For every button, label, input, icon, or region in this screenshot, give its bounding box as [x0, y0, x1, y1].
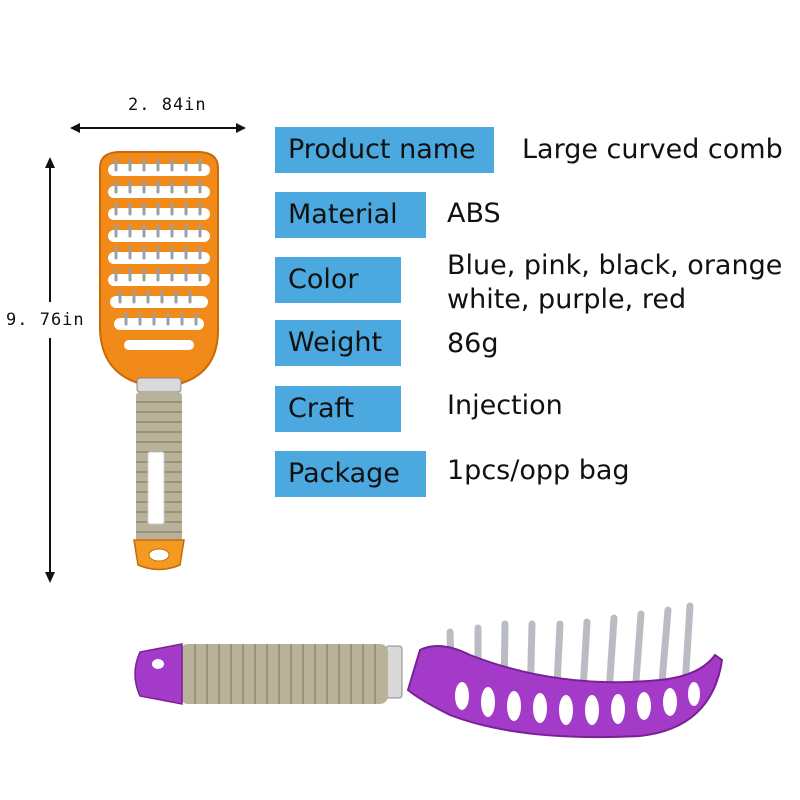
spec-label-material: Material: [275, 192, 426, 238]
spec-value-color-line2: white, purple, red: [447, 284, 687, 315]
spec-label-package: Package: [275, 451, 426, 497]
spec-value-product-name: Large curved comb: [522, 134, 783, 165]
height-dimension-label: 9. 76in: [6, 310, 85, 330]
spec-value-craft: Injection: [447, 390, 563, 421]
spec-label-weight: Weight: [275, 320, 401, 366]
spec-label-craft: Craft: [275, 386, 401, 432]
spec-value-color-line1: Blue, pink, black, orange: [447, 250, 783, 281]
spec-value-package: 1pcs/opp bag: [447, 455, 630, 486]
spec-label-color: Color: [275, 257, 401, 303]
spec-value-weight: 86g: [447, 328, 499, 359]
width-dimension-label: 2. 84in: [128, 95, 207, 115]
spec-label-product-name: Product name: [275, 127, 494, 173]
spec-value-material: ABS: [447, 198, 501, 229]
